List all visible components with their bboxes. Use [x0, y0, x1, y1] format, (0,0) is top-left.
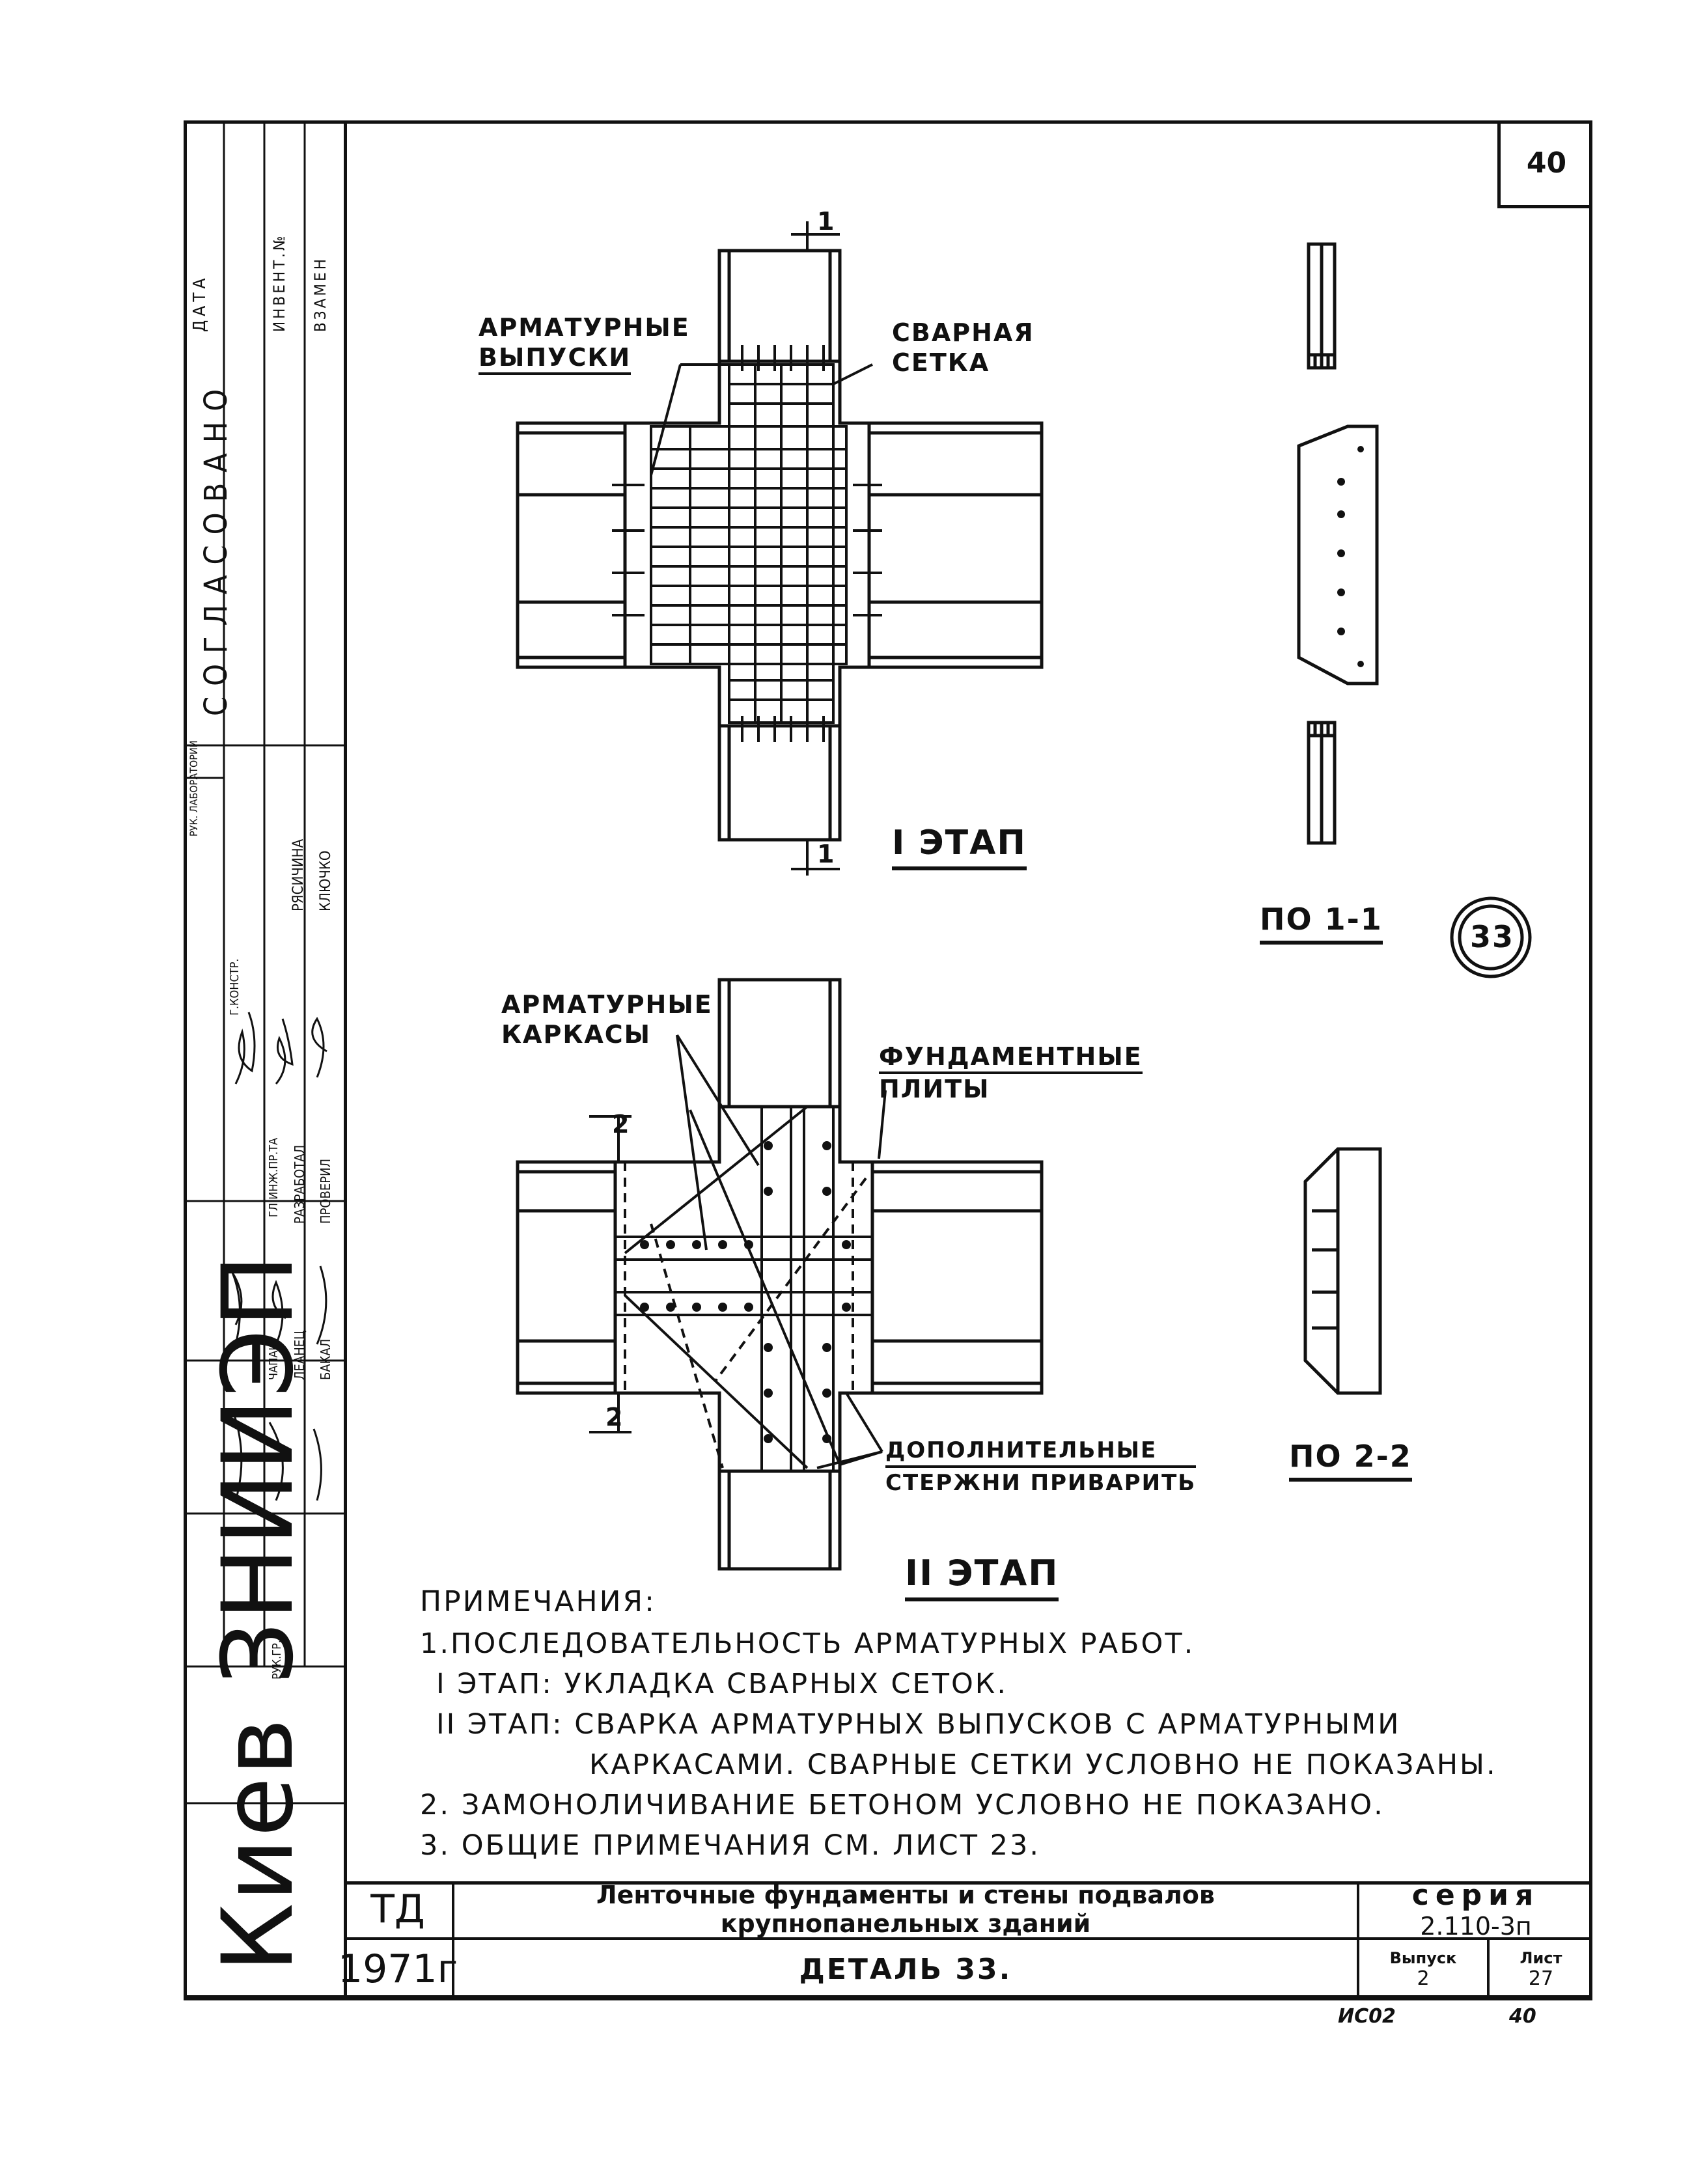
issue-value: 2 [1417, 1967, 1430, 1990]
sheet-label: Лист [1520, 1948, 1562, 1967]
side-stamp-grid [184, 120, 347, 1804]
stage1-mesh-lines [612, 221, 882, 876]
stage2-label-cages-line2: КАРКАСЫ [501, 1020, 652, 1049]
title-org-code: ТД [370, 1887, 425, 1932]
title-year-cell: 1971г [338, 1940, 458, 1998]
title-line-1: Ленточные фундаменты и стены подвалов [596, 1881, 1215, 1909]
side-stamp-dividers [184, 120, 347, 1998]
stage2-label-extra-bars-line1: ДОПОЛНИТЕЛЬНЫЕ [885, 1435, 1197, 1468]
series-cell: серия 2.110-3п [1359, 1878, 1592, 1941]
notes-line-4: КАРКАСАМИ. СВАРНЫЕ СЕТКИ УСЛОВНО НЕ ПОКА… [589, 1749, 1497, 1781]
stage2-section-mark-bottom: 2 [605, 1403, 624, 1431]
stage2-label-plates-line1: ФУНДАМЕНТНЫЕ [879, 1042, 1143, 1074]
section-1-1 [1297, 242, 1379, 845]
stage2-label-extra-bars: ДОПОЛНИТЕЛЬНЫЕ СТЕРЖНИ ПРИВАРИТЬ [885, 1435, 1197, 1498]
stage1-section-mark-top: 1 [817, 207, 836, 236]
section-2-2-label: ПО 2-2 [1289, 1439, 1412, 1482]
section-1-1-dots [1337, 446, 1364, 667]
title-line-2: крупнопанельных зданий [720, 1909, 1091, 1938]
sheet-value: 27 [1528, 1967, 1554, 1990]
notes-line-5: 2. ЗАМОНОЛИЧИВАНИЕ БЕТОНОМ УСЛОВНО НЕ ПО… [420, 1789, 1385, 1821]
title-detail: ДЕТАЛЬ 33. [799, 1952, 1012, 1986]
section-2-2 [1303, 1147, 1382, 1395]
footer-right-note: 40 [1509, 2005, 1536, 2028]
stage1-label-outlets-line2: ВЫПУСКИ [479, 342, 631, 375]
stage1-section-mark-bottom: 1 [817, 840, 836, 868]
issue-cell: Выпуск 2 [1359, 1940, 1490, 1998]
section-1-1-label: ПО 1-1 [1260, 902, 1383, 945]
stage2-label-cages: АРМАТУРНЫЕ КАРКАСЫ [501, 989, 713, 1049]
title-org-cell: ТД [344, 1881, 454, 1940]
stage1-label-mesh: СВАРНАЯ СЕТКА [892, 318, 1034, 378]
notes-line-3: II ЭТАП: СВАРКА АРМАТУРНЫХ ВЫПУСКОВ С АР… [436, 1708, 1401, 1741]
sheet-cell: Лист 27 [1490, 1940, 1592, 1998]
notes-line-2: I ЭТАП: УКЛАДКА СВАРНЫХ СЕТОК. [436, 1668, 1008, 1700]
series-value: 2.110-3п [1420, 1911, 1532, 1941]
notes-line-6: 3. ОБЩИЕ ПРИМЕЧАНИЯ СМ. ЛИСТ 23. [420, 1829, 1041, 1862]
stage2-weld-dots [640, 1141, 851, 1443]
notes-heading: ПРИМЕЧАНИЯ: [420, 1585, 656, 1618]
stage2-label-plates: ФУНДАМЕНТНЫЕ ПЛИТЫ [879, 1042, 1143, 1104]
stage2-label-extra-bars-line2: СТЕРЖНИ ПРИВАРИТЬ [885, 1470, 1197, 1496]
plan-stage2 [516, 978, 1044, 1571]
title-detail-cell: ДЕТАЛЬ 33. [454, 1940, 1359, 1998]
detail-circle [1450, 896, 1532, 978]
series-label: серия [1411, 1878, 1540, 1912]
stage1-label-outlets: АРМАТУРНЫЕ ВЫПУСКИ [479, 312, 690, 375]
stage2-caption: II ЭТАП [905, 1553, 1059, 1601]
bottom-rule [184, 1997, 1592, 2000]
detail-circle-number: 33 [1470, 919, 1515, 954]
stage1-label-mesh-line1: СВАРНАЯ [892, 318, 1034, 347]
stage2-label-cages-line1: АРМАТУРНЫЕ [501, 990, 713, 1019]
notes-line-1: 1.ПОСЛЕДОВАТЕЛЬНОСТЬ АРМАТУРНЫХ РАБОТ. [420, 1627, 1195, 1660]
stage2-section-mark-top: 2 [612, 1110, 631, 1139]
corner-page-box: 40 [1497, 120, 1592, 208]
stage1-label-mesh-line2: СЕТКА [892, 348, 990, 377]
issue-label: Выпуск [1389, 1948, 1457, 1967]
stage2-bars [589, 1034, 887, 1469]
stage2-label-plates-line2: ПЛИТЫ [879, 1075, 990, 1103]
title-year: 1971г [337, 1946, 458, 1992]
corner-page-number: 40 [1526, 146, 1567, 180]
footer-left-note: ИС02 [1338, 2005, 1396, 2028]
title-block [344, 1881, 1592, 1998]
stage1-caption: I ЭТАП [892, 823, 1027, 870]
stage1-label-outlets-line1: АРМАТУРНЫЕ [479, 313, 690, 342]
title-name-cell: Ленточные фундаменты и стены подвалов кр… [454, 1881, 1359, 1940]
